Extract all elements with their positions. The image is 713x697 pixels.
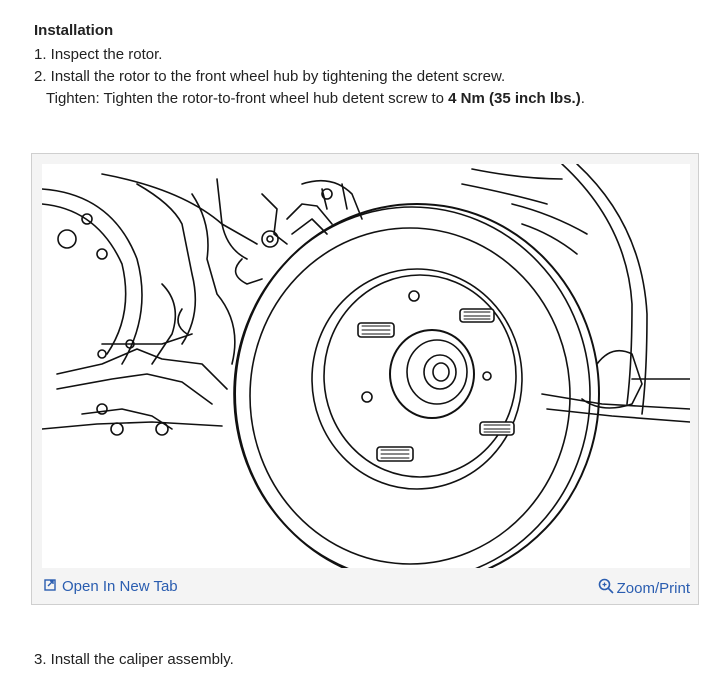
torque-spec: Tighten: Tighten the rotor-to-front whee… — [46, 90, 585, 107]
figure-toolbar: Open In New Tab Zoom/Print — [32, 576, 698, 598]
open-new-tab-icon — [44, 578, 57, 595]
step-install-rotor: 2. Install the rotor to the front wheel … — [34, 68, 506, 85]
zoom-print-link[interactable]: Zoom/Print — [598, 578, 690, 598]
torque-spec-prefix: Tighten: Tighten the rotor-to-front whee… — [46, 90, 449, 107]
zoom-magnifier-icon — [598, 578, 614, 598]
torque-value: 4 Nm (35 inch lbs.) — [448, 90, 581, 107]
open-in-new-tab-link[interactable]: Open In New Tab — [44, 578, 178, 595]
step-install-caliper: 3. Install the caliper assembly. — [34, 651, 234, 668]
step-inspect-rotor: 1. Inspect the rotor. — [34, 46, 163, 63]
rotor-illustration — [42, 164, 690, 568]
section-heading: Installation — [34, 22, 114, 39]
torque-spec-suffix: . — [580, 90, 585, 107]
open-in-new-tab-label: Open In New Tab — [62, 578, 178, 595]
figure-container: Open In New Tab Zoom/Print — [31, 153, 699, 605]
zoom-print-label: Zoom/Print — [616, 579, 690, 597]
